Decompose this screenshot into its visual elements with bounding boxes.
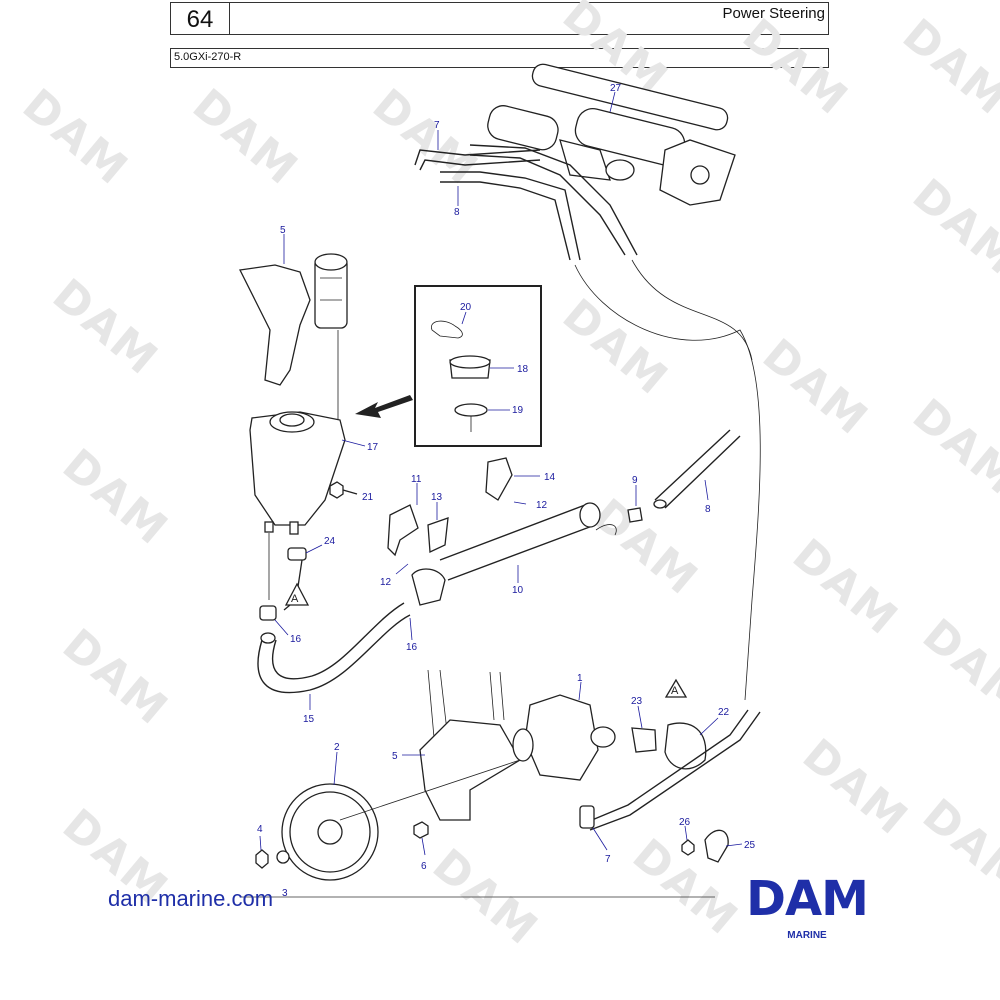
marker-a-right: A <box>671 685 679 697</box>
callout-6: 6 <box>421 861 427 872</box>
brand-logo: DAM MARINE <box>716 871 898 941</box>
watermark: DAM <box>903 389 1000 505</box>
callout-7-lower: 7 <box>605 854 611 865</box>
watermark: DAM <box>783 529 908 645</box>
callout-7-upper: 7 <box>434 120 440 131</box>
callout-9: 9 <box>632 475 638 486</box>
callout-5-lower: 5 <box>392 751 398 762</box>
callout-18: 18 <box>517 364 529 375</box>
callout-24: 24 <box>324 536 336 547</box>
watermark: DAM <box>53 439 178 555</box>
brand-subtitle: MARINE <box>787 930 827 941</box>
watermark: DAM <box>423 839 548 955</box>
upper-hoses <box>414 144 761 701</box>
callout-25: 25 <box>744 840 756 851</box>
fittings-left <box>259 547 310 621</box>
callout-8-upper: 8 <box>454 207 460 218</box>
callout-3: 3 <box>282 888 288 899</box>
callout-4: 4 <box>257 824 263 835</box>
model-code: 5.0GXi-270-R <box>174 51 242 63</box>
callout-12-left: 12 <box>380 577 392 588</box>
watermark: DAM <box>913 789 1000 905</box>
callout-22: 22 <box>718 707 730 718</box>
hose-15 <box>257 602 411 694</box>
watermark: DAM <box>183 79 308 195</box>
callout-13: 13 <box>431 492 443 503</box>
callout-2: 2 <box>334 742 340 753</box>
callout-27: 27 <box>610 83 622 94</box>
callout-11: 11 <box>411 474 422 485</box>
callout-12-right: 12 <box>536 500 548 511</box>
callout-20: 20 <box>460 302 472 313</box>
callout-14: 14 <box>544 472 556 483</box>
website-url[interactable]: dam-marine.com <box>108 886 274 911</box>
pump-assembly <box>255 669 761 881</box>
callout-17: 17 <box>367 442 379 453</box>
callout-10: 10 <box>512 585 524 596</box>
callout-15: 15 <box>303 714 315 725</box>
fluid-reservoir <box>249 411 346 600</box>
callout-21: 21 <box>362 492 374 503</box>
model-box: 5.0GXi-270-R <box>170 48 829 68</box>
callout-23: 23 <box>631 696 643 707</box>
page-number-box: 64 <box>170 2 230 35</box>
page-title: Power Steering <box>722 5 825 22</box>
callout-16-left: 16 <box>290 634 302 645</box>
marker-a-left: A <box>291 593 299 605</box>
return-tube <box>387 429 741 606</box>
watermark: DAM <box>363 79 488 195</box>
callout-1: 1 <box>577 673 583 684</box>
title-box: Power Steering <box>229 2 829 35</box>
steering-cylinder <box>487 63 736 206</box>
watermark: DAM <box>53 619 178 735</box>
detail-inset <box>414 285 542 447</box>
watermark: DAM <box>553 289 678 405</box>
callouts: 1 2 3 4 5 5 6 7 7 8 8 9 10 11 12 12 13 1… <box>257 83 756 899</box>
bolt-21 <box>329 481 358 499</box>
callout-16-mid: 16 <box>406 642 418 653</box>
page-number: 64 <box>186 6 214 33</box>
watermark: DAM <box>913 609 1000 725</box>
watermark: DAM <box>893 9 1000 125</box>
reservoir-bracket <box>239 253 348 430</box>
callout-8-lower: 8 <box>705 504 711 515</box>
watermark: DAM <box>583 489 708 605</box>
watermark: DAM <box>13 79 138 195</box>
watermark: DAM <box>733 9 858 125</box>
callout-19: 19 <box>512 405 524 416</box>
watermark: DAM <box>43 269 168 385</box>
watermark: DAM <box>903 169 1000 285</box>
pointer-arrow <box>355 395 413 418</box>
watermark: DAM <box>793 729 918 845</box>
brand-name: DAM <box>746 871 869 927</box>
callout-5-upper: 5 <box>280 225 286 236</box>
callout-26: 26 <box>679 817 691 828</box>
watermark: DAM <box>753 329 878 445</box>
